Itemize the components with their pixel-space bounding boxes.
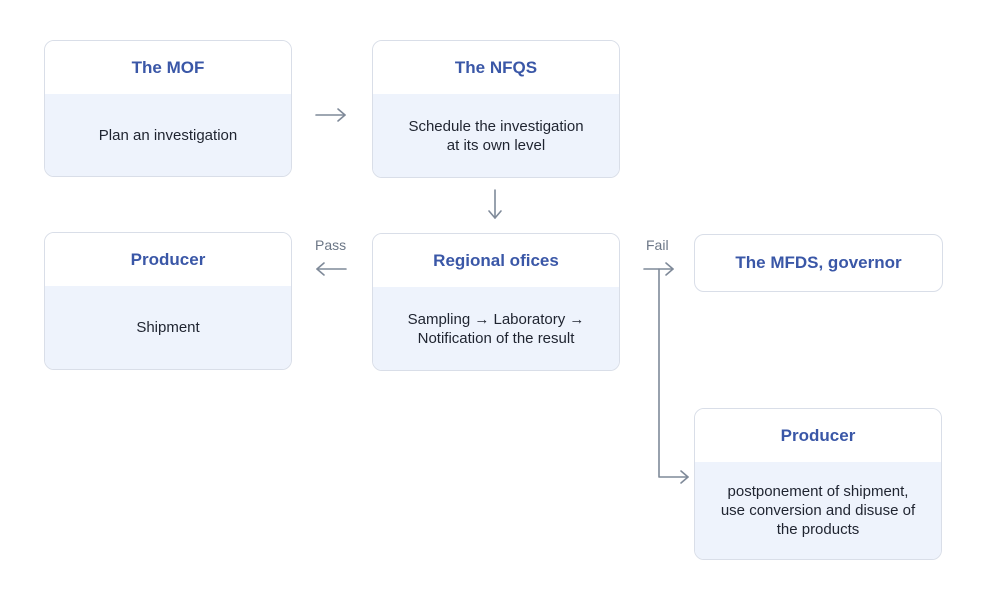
node-producer-fail-title: Producer	[695, 409, 941, 462]
node-regional-offices-title: Regional ofices	[373, 234, 619, 287]
edge-label-pass: Pass	[315, 237, 347, 253]
node-producer-pass: Producer Shipment	[44, 232, 292, 370]
node-nfqs-body: Schedule the investigation at its own le…	[373, 94, 619, 177]
edge-label-fail: Fail	[646, 237, 669, 253]
node-producer-fail: Producer postponement of shipment, use c…	[694, 408, 942, 560]
node-nfqs: The NFQS Schedule the investigation at i…	[372, 40, 620, 178]
arrow-mof-to-nfqs	[315, 108, 346, 122]
node-mof: The MOF Plan an investigation	[44, 40, 292, 177]
arrow-nfqs-to-regional	[488, 189, 502, 219]
node-nfqs-title: The NFQS	[373, 41, 619, 94]
node-mof-body: Plan an investigation	[45, 94, 291, 176]
node-producer-pass-body: Shipment	[45, 286, 291, 369]
node-producer-fail-body: postponement of shipment, use conversion…	[695, 462, 941, 559]
arrow-regional-to-producer-pass	[316, 262, 347, 276]
node-regional-offices-body: Sampling → Laboratory → Notification of …	[373, 287, 619, 370]
node-producer-pass-title: Producer	[45, 233, 291, 286]
node-mfds: The MFDS, governor	[694, 234, 943, 292]
node-regional-offices: Regional ofices Sampling → Laboratory → …	[372, 233, 620, 371]
node-mof-title: The MOF	[45, 41, 291, 94]
arrow-regional-to-producer-fail	[658, 268, 689, 484]
node-mfds-title: The MFDS, governor	[735, 253, 902, 272]
